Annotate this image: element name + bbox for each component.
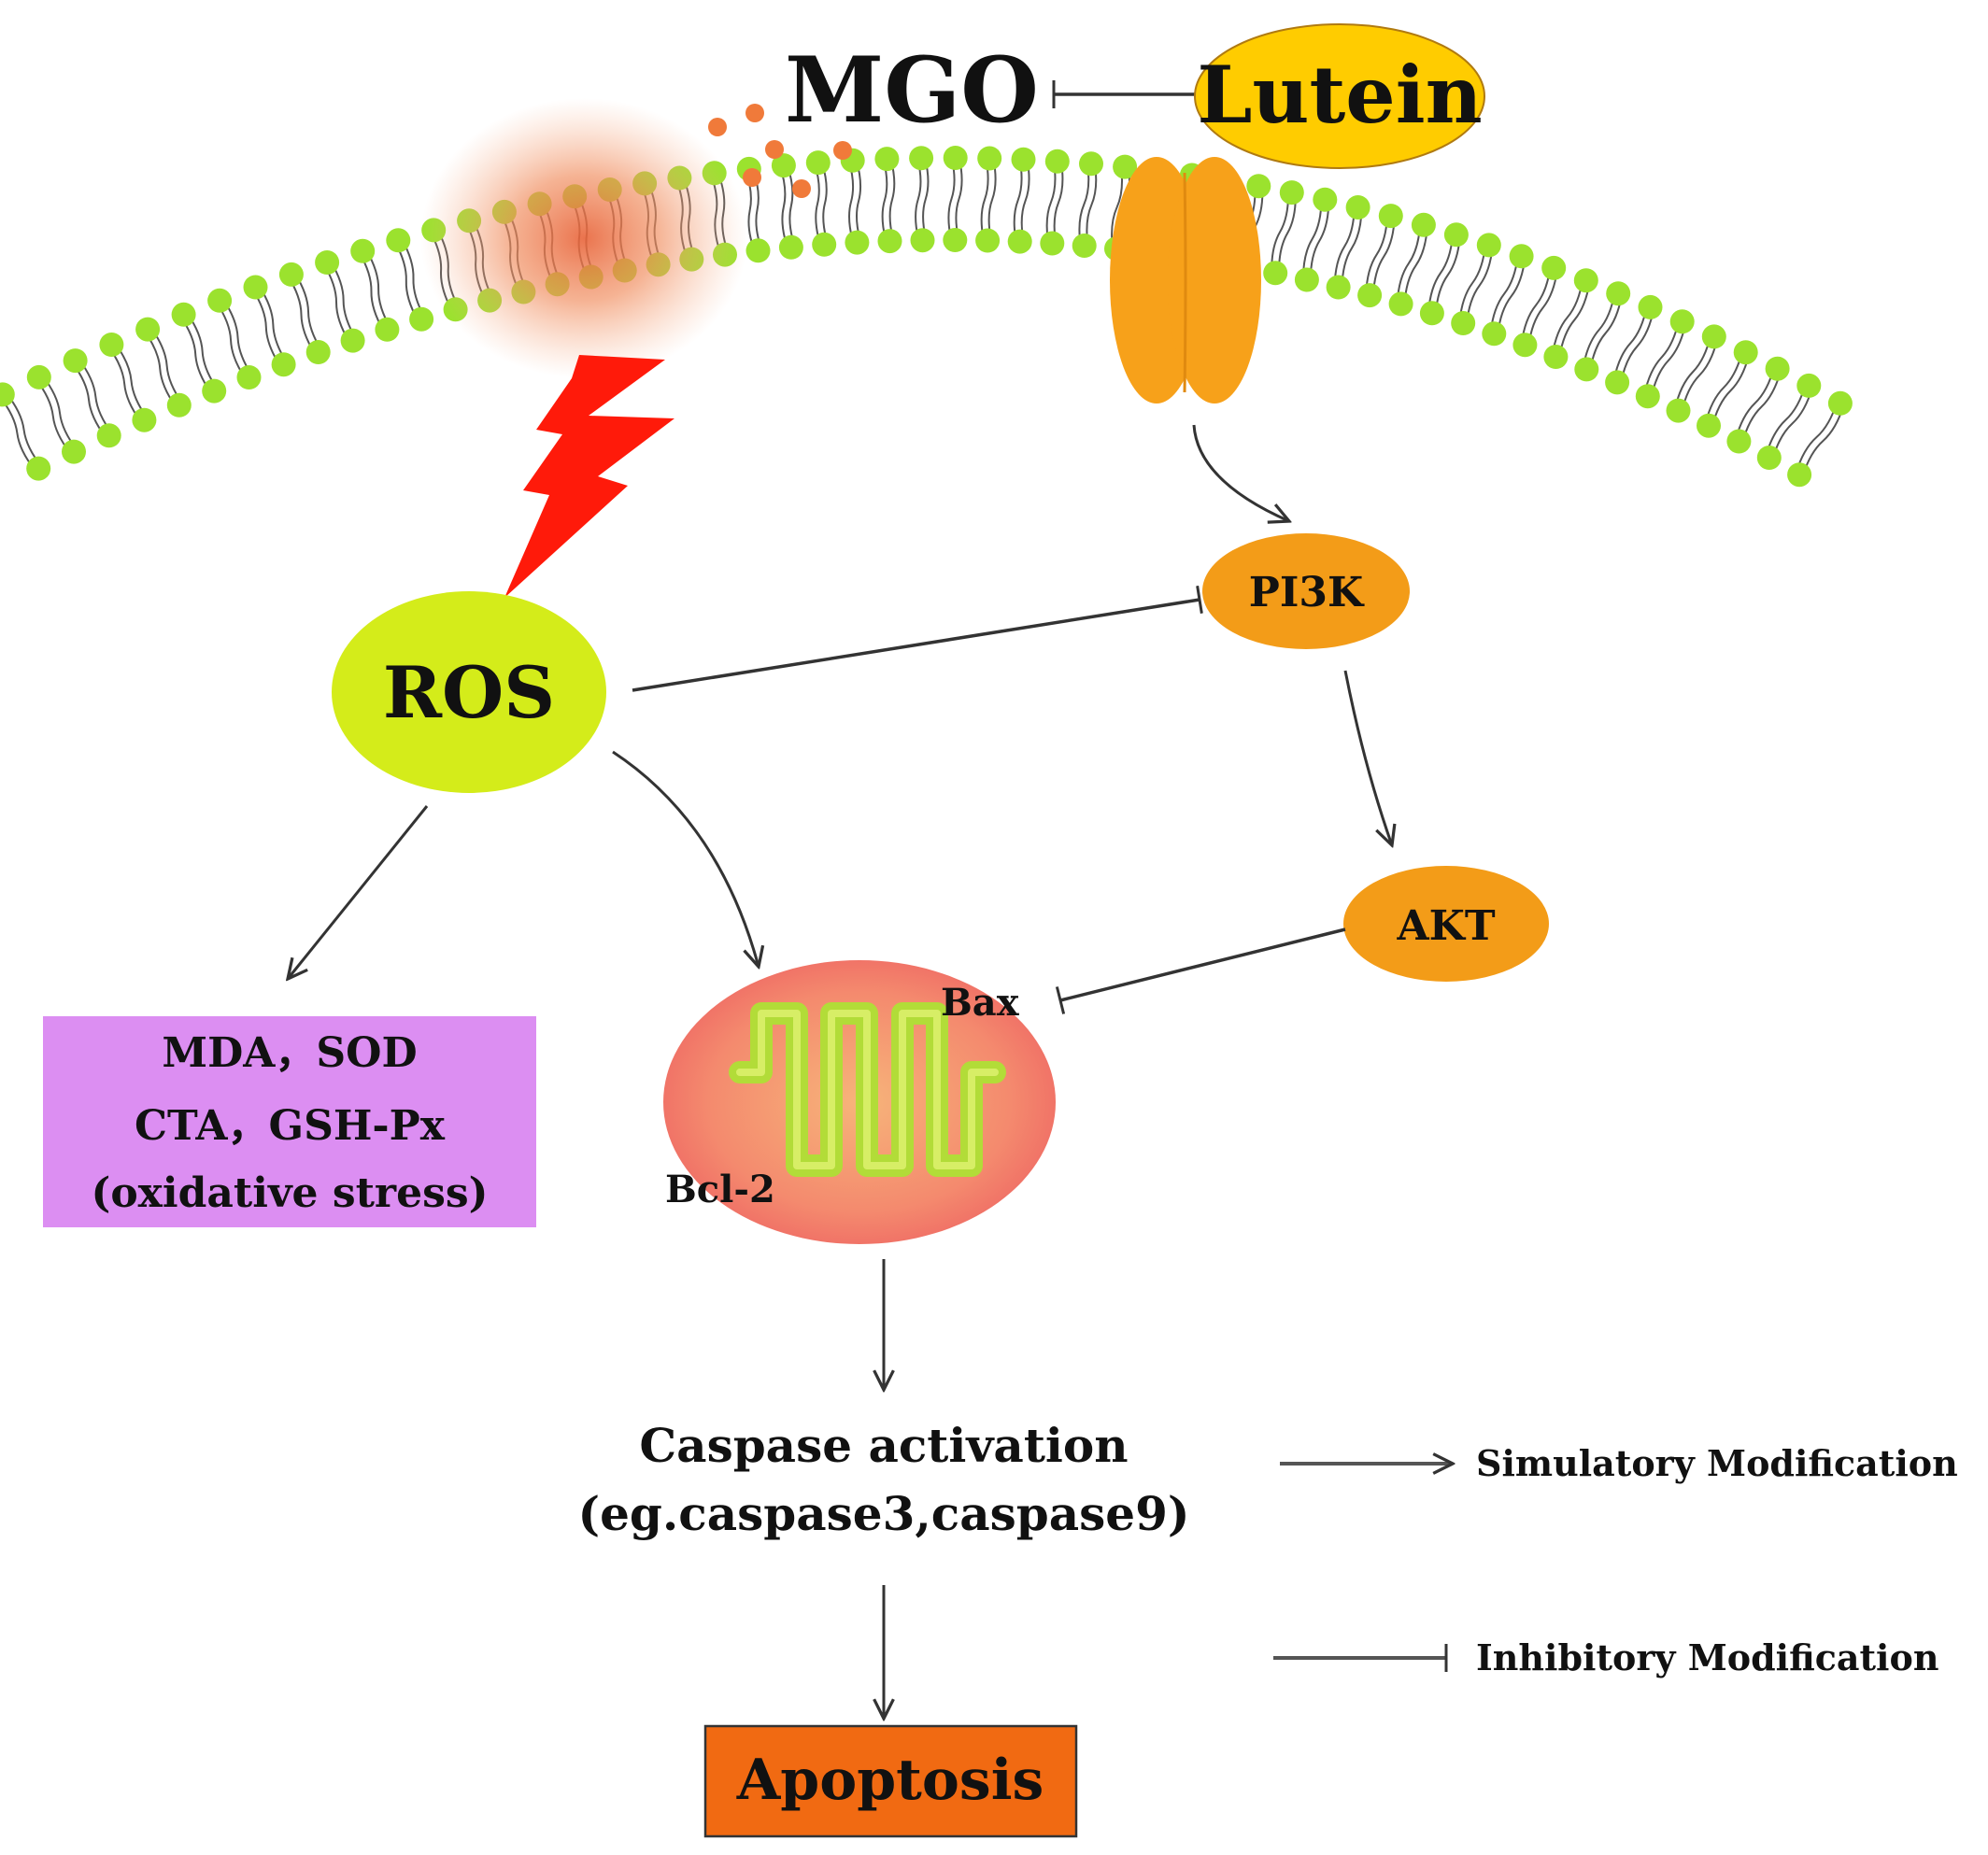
- ros-label: ROS: [383, 651, 555, 734]
- legend-inhibitory-label: Inhibitory Modification: [1476, 1636, 1938, 1678]
- pi3k-label: PI3K: [1249, 569, 1365, 616]
- damage-glow-icon: [420, 98, 747, 378]
- caspase-line-1: Caspase activation: [639, 1418, 1128, 1473]
- lutein-node: [1194, 23, 1485, 169]
- akt-label: AKT: [1396, 902, 1495, 950]
- oxidative-stress-box: [43, 1016, 536, 1227]
- akt-node: [1343, 866, 1549, 982]
- akt-inhibits-bax-edge: [1055, 928, 1346, 1014]
- receptor-to-pi3k-arrow: [1192, 424, 1289, 521]
- markers-line-1: MDA，SOD: [162, 1029, 417, 1077]
- markers-line-3: (oxidative stress): [92, 1169, 489, 1217]
- lutein-label: Lutein: [1197, 49, 1482, 141]
- lipid-bilayer-icon: [0, 146, 1853, 488]
- pi3k-node: [1202, 533, 1410, 649]
- legend-stimulatory-label: Simulatory Modification: [1476, 1442, 1958, 1484]
- markers-line-2: CTA，GSH-Px: [135, 1102, 446, 1150]
- mitochondrion-icon: [663, 960, 1056, 1244]
- apoptosis-label: Apoptosis: [736, 1748, 1044, 1813]
- ros-node: [332, 591, 606, 793]
- membrane-receptor-icon: [1110, 157, 1261, 404]
- lightning-bolt-icon: [504, 355, 674, 598]
- pi3k-to-akt-arrow: [1343, 670, 1392, 845]
- caspase-line-2: (eg.caspase3,caspase9): [577, 1486, 1189, 1541]
- ros-to-markers-arrow: [288, 805, 429, 979]
- ros-to-mitochondrion-arrow: [612, 750, 759, 967]
- ros-inhibits-pi3k-edge: [632, 585, 1203, 692]
- mgo-label: MGO: [785, 37, 1039, 143]
- particle-dots-icon: [708, 104, 852, 198]
- bcl2-label: Bcl-2: [665, 1168, 775, 1211]
- apoptosis-box: [703, 1724, 1078, 1838]
- bax-label: Bax: [941, 981, 1020, 1025]
